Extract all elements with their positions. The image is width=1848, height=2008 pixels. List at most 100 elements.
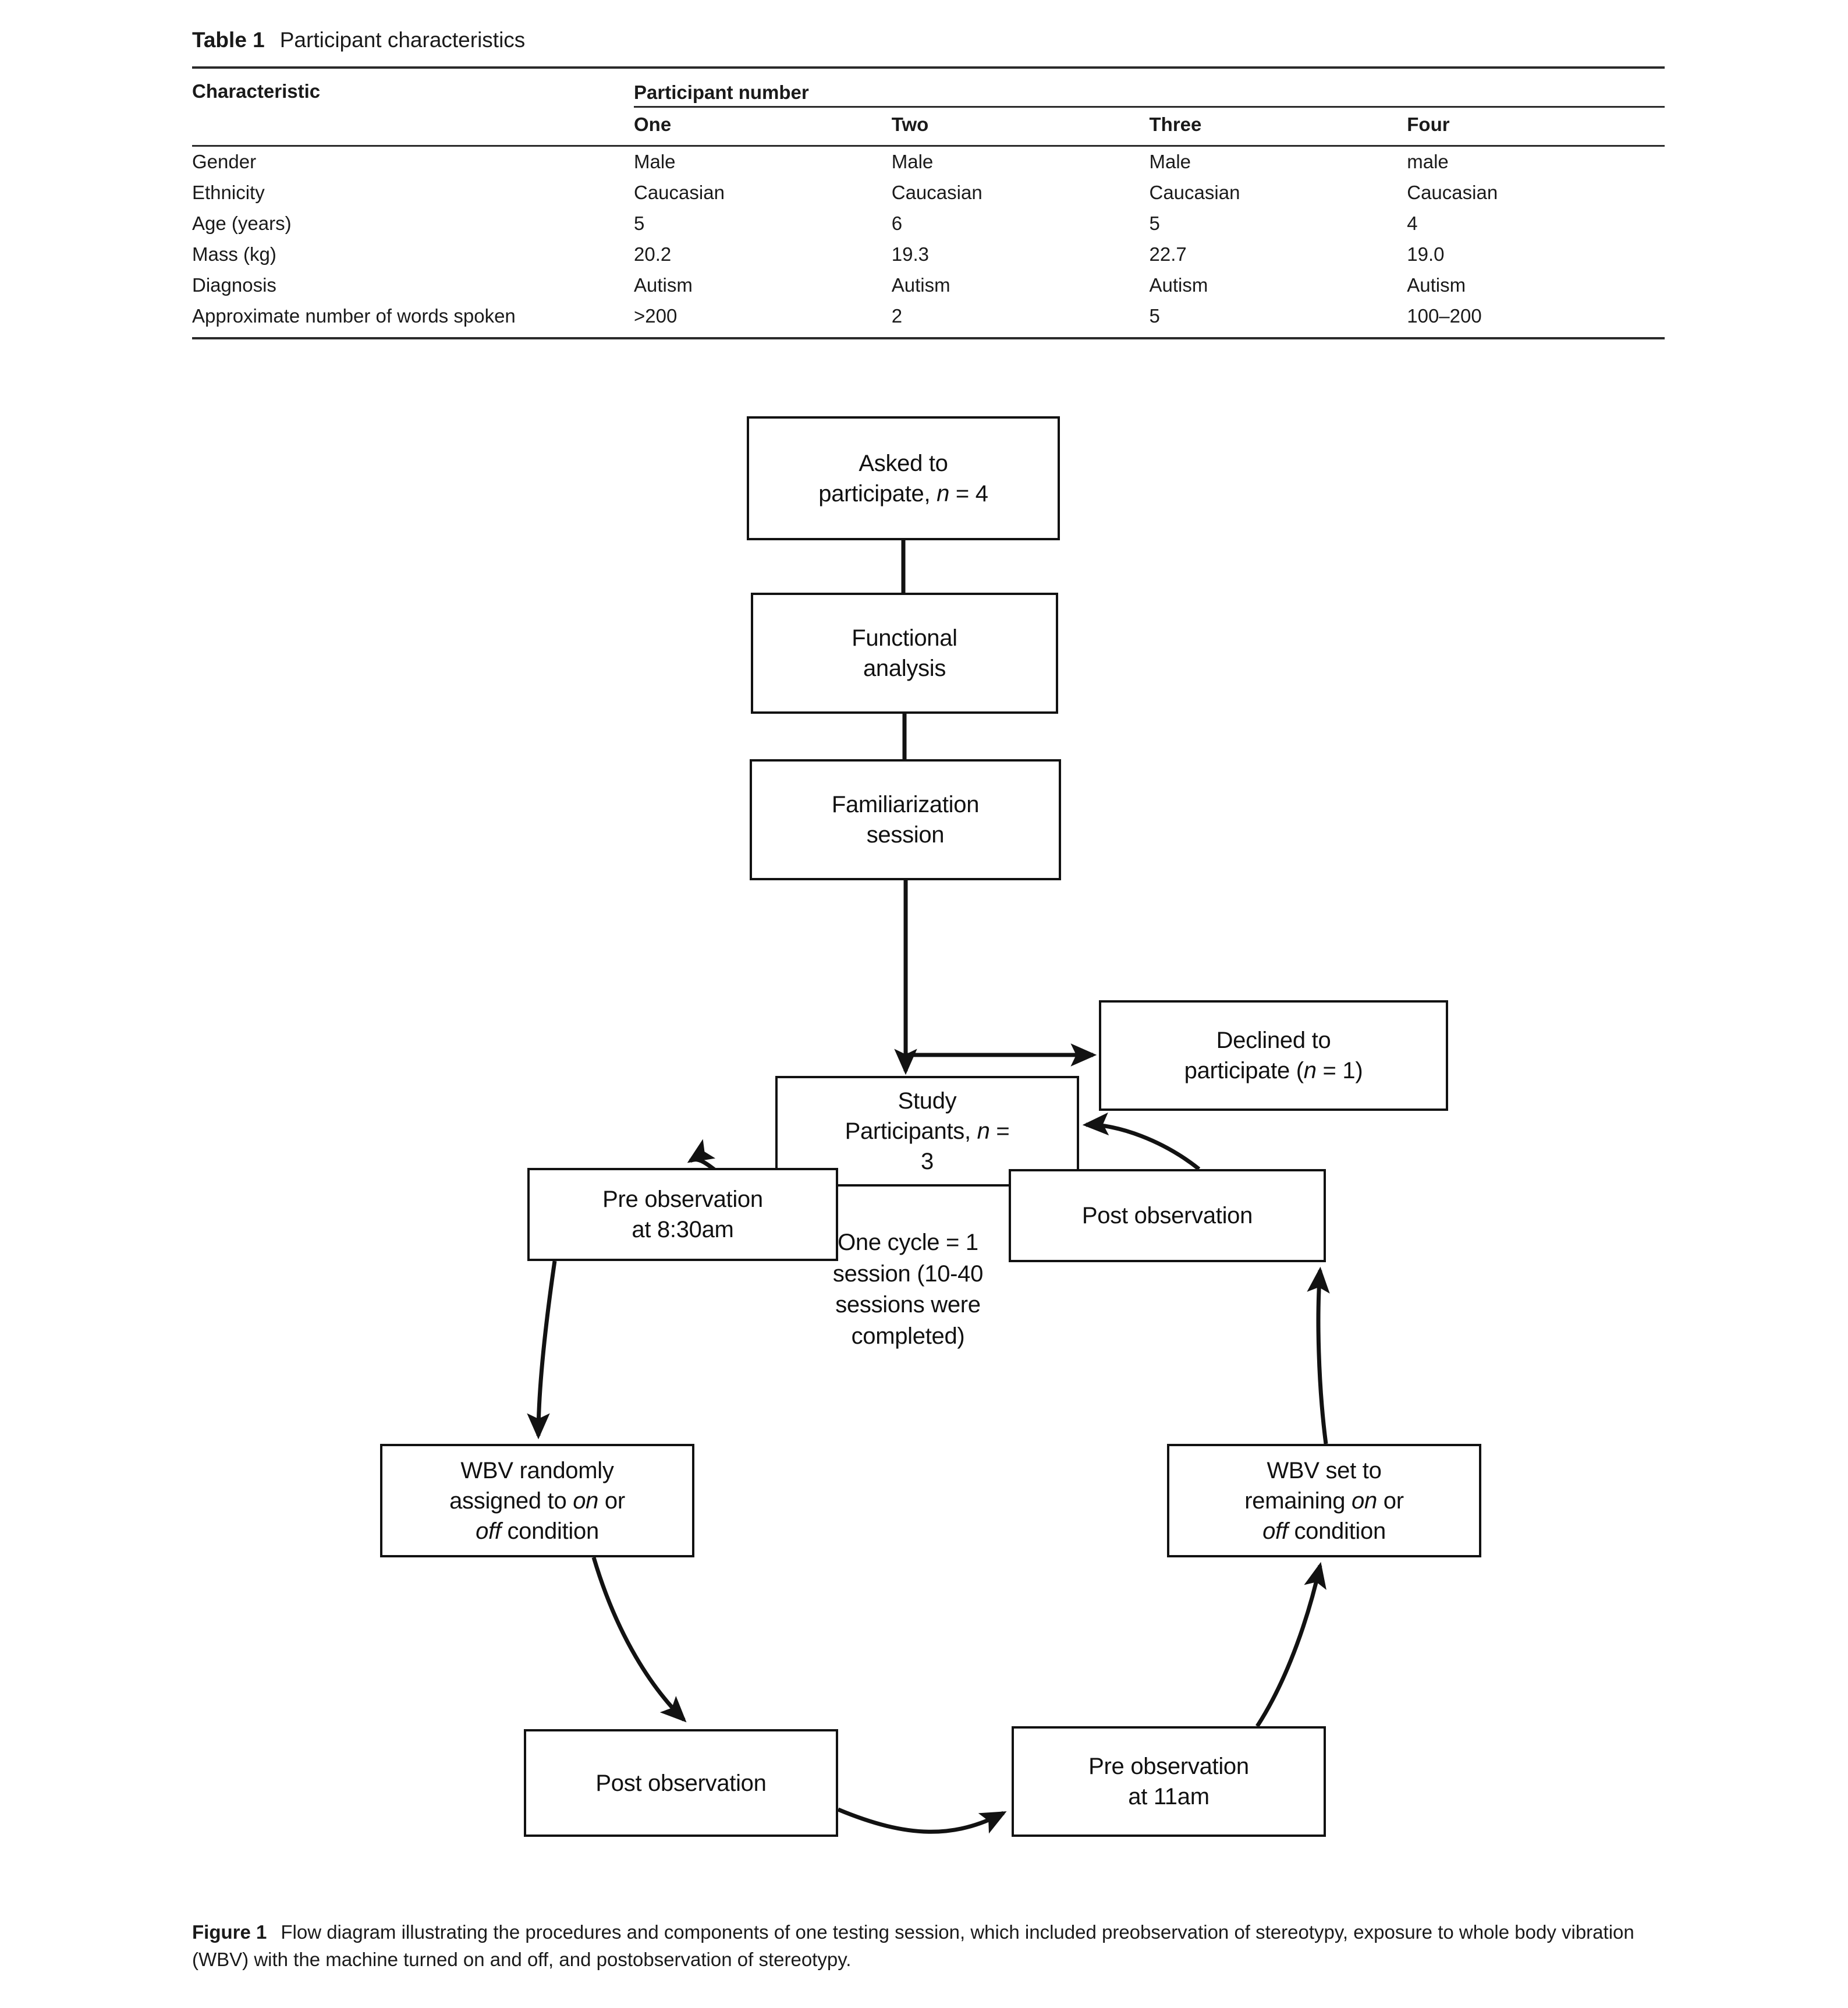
table-caption: Table 1 Participant characteristics [192, 27, 1665, 54]
table-row: Diagnosis Autism Autism Autism Autism [192, 270, 1665, 301]
node-declined-line1: Declined to [1216, 1028, 1331, 1053]
node-familiarization-session[interactable]: Familiarization session [750, 759, 1061, 880]
node-pre830-text: Pre observation at 8:30am [602, 1184, 763, 1245]
node-wbv-set-line1: WBV set to [1267, 1457, 1382, 1483]
column-header-three: Three [1149, 106, 1407, 146]
node-wbv-randomly-assigned[interactable]: WBV randomly assigned to on or off condi… [380, 1444, 694, 1557]
cell-two: Caucasian [891, 182, 982, 204]
node-pre-observation-830am[interactable]: Pre observation at 8:30am [527, 1168, 838, 1261]
node-asked-to-participate[interactable]: Asked to participate, n = 4 [747, 416, 1060, 540]
row-characteristic: Mass (kg) [192, 243, 276, 265]
node-functional-analysis[interactable]: Functional analysis [751, 593, 1058, 714]
node-study-line2: Participants, n = [845, 1118, 1010, 1144]
figure-label: Figure 1 [192, 1921, 267, 1943]
cell-one: Autism [634, 274, 693, 296]
cell-four: Caucasian [1407, 182, 1498, 204]
cell-three: Male [1149, 145, 1407, 178]
cell-four: male [1407, 145, 1665, 178]
node-functional-line1: Functional [852, 625, 957, 651]
cell-four: 4 [1407, 213, 1418, 235]
cell-three: 5 [1149, 300, 1407, 339]
cell-two: 6 [891, 213, 903, 235]
connector-pre830-to-wbv-random [527, 1260, 557, 1440]
node-wbv-random-line2: assigned to on or [449, 1488, 625, 1514]
cell-three: Autism [1149, 274, 1208, 296]
column-header-characteristic: Characteristic [192, 80, 634, 146]
node-pre-observation-11am[interactable]: Pre observation at 11am [1012, 1726, 1326, 1837]
cell-four: Autism [1407, 274, 1466, 296]
node-study-participants[interactable]: Study Participants, n = 3 [775, 1076, 1079, 1187]
node-pre830-line1: Pre observation [602, 1187, 763, 1212]
flow-connectors [527, 540, 1330, 1834]
node-declined-text: Declined to participate (n = 1) [1184, 1025, 1363, 1086]
cell-four: 100–200 [1407, 300, 1665, 339]
node-study-text: Study Participants, n = 3 [845, 1086, 1010, 1177]
cell-three: 22.7 [1149, 243, 1187, 265]
node-functional-line2: analysis [863, 656, 946, 681]
node-functional-text: Functional analysis [852, 623, 957, 684]
row-characteristic: Gender [192, 145, 634, 178]
table-row: Mass (kg) 20.2 19.3 22.7 19.0 [192, 239, 1665, 270]
cell-two: 2 [891, 300, 1150, 339]
node-asked-line1: Asked to [859, 450, 948, 476]
group-header-spacer [192, 66, 634, 107]
connector-post-right-to-study [1082, 1112, 1201, 1171]
node-wbv-set-line3: off condition [1262, 1518, 1386, 1544]
column-header-characteristic-label: Characteristic [192, 80, 321, 102]
node-pre830-line2: at 8:30am [632, 1217, 734, 1242]
node-wbv-set-text: WBV set to remaining on or off condition [1244, 1455, 1404, 1546]
node-asked-line2: participate, n = 4 [818, 480, 988, 507]
cell-two: 19.3 [891, 243, 929, 265]
node-post-observation-bottom[interactable]: Post observation [524, 1729, 838, 1837]
row-characteristic: Diagnosis [192, 274, 276, 296]
node-declined-line2: participate (n = 1) [1184, 1058, 1363, 1083]
node-pre11-line2: at 11am [1128, 1784, 1209, 1809]
table-1-block: Table 1 Participant characteristics Parti… [192, 27, 1665, 339]
node-declined-to-participate[interactable]: Declined to participate (n = 1) [1099, 1000, 1448, 1111]
column-header-two: Two [891, 106, 1150, 146]
node-pre11-line1: Pre observation [1088, 1754, 1249, 1779]
connector-wbv-random-to-post-bottom [591, 1557, 687, 1723]
table-row: Approximate number of words spoken >200 … [192, 300, 1665, 339]
table-title: Participant characteristics [279, 28, 526, 52]
connector-pre11-to-wbv-set [1255, 1561, 1326, 1727]
node-post-observation-bottom-label: Post observation [595, 1770, 767, 1796]
cycle-annotation-line4: completed) [851, 1323, 965, 1349]
participant-characteristics-table: Participant number Characteristic One Tw… [192, 66, 1665, 339]
row-characteristic: Approximate number of words spoken [192, 300, 634, 339]
node-wbv-set-line2: remaining on or [1244, 1488, 1404, 1514]
cell-one: Male [634, 145, 892, 178]
table-row: Ethnicity Caucasian Caucasian Caucasian … [192, 178, 1665, 208]
cell-one: >200 [634, 300, 892, 339]
node-post-observation-right[interactable]: Post observation [1009, 1169, 1326, 1262]
node-wbv-random-line3: off condition [476, 1518, 599, 1544]
table-label: Table 1 [192, 28, 265, 52]
cell-four: 19.0 [1407, 243, 1445, 265]
cycle-annotation-line2: session (10-40 [832, 1260, 984, 1287]
figure-caption-text: Flow diagram illustrating the procedures… [192, 1921, 1634, 1970]
cell-one: Caucasian [634, 182, 725, 204]
cycle-annotation-line1: One cycle = 1 [838, 1230, 978, 1255]
cycle-annotation-line3: sessions were [835, 1292, 981, 1318]
node-post-observation-right-label: Post observation [1081, 1203, 1253, 1228]
column-header-one: One [634, 106, 892, 146]
node-study-line3: 3 [921, 1149, 934, 1174]
table-row: Age (years) 5 6 5 4 [192, 208, 1665, 239]
table-group-header-row: Participant number [192, 66, 1665, 107]
table-column-header-row: Characteristic One Two Three Four [192, 80, 1665, 146]
node-familiarization-text: Familiarization session [832, 789, 980, 850]
node-wbv-set-to-remaining[interactable]: WBV set to remaining on or off condition [1167, 1444, 1481, 1557]
cell-three: 5 [1149, 213, 1160, 235]
connector-wbv-set-to-post-right [1307, 1266, 1330, 1444]
cycle-annotation: One cycle = 1 session (10-40 sessions we… [786, 1227, 1030, 1352]
row-characteristic: Ethnicity [192, 182, 265, 204]
flow-diagram: Asked to participate, n = 4 Functional a… [0, 402, 1848, 1898]
node-wbv-random-line1: WBV randomly [460, 1457, 614, 1483]
node-wbv-random-text: WBV randomly assigned to on or off condi… [449, 1455, 625, 1546]
node-familiarization-line2: session [866, 822, 945, 848]
cell-three: Caucasian [1149, 182, 1240, 204]
group-header-participant-number: Participant number [634, 66, 1665, 107]
cell-two: Autism [891, 274, 950, 296]
node-asked-text: Asked to participate, n = 4 [818, 448, 988, 509]
